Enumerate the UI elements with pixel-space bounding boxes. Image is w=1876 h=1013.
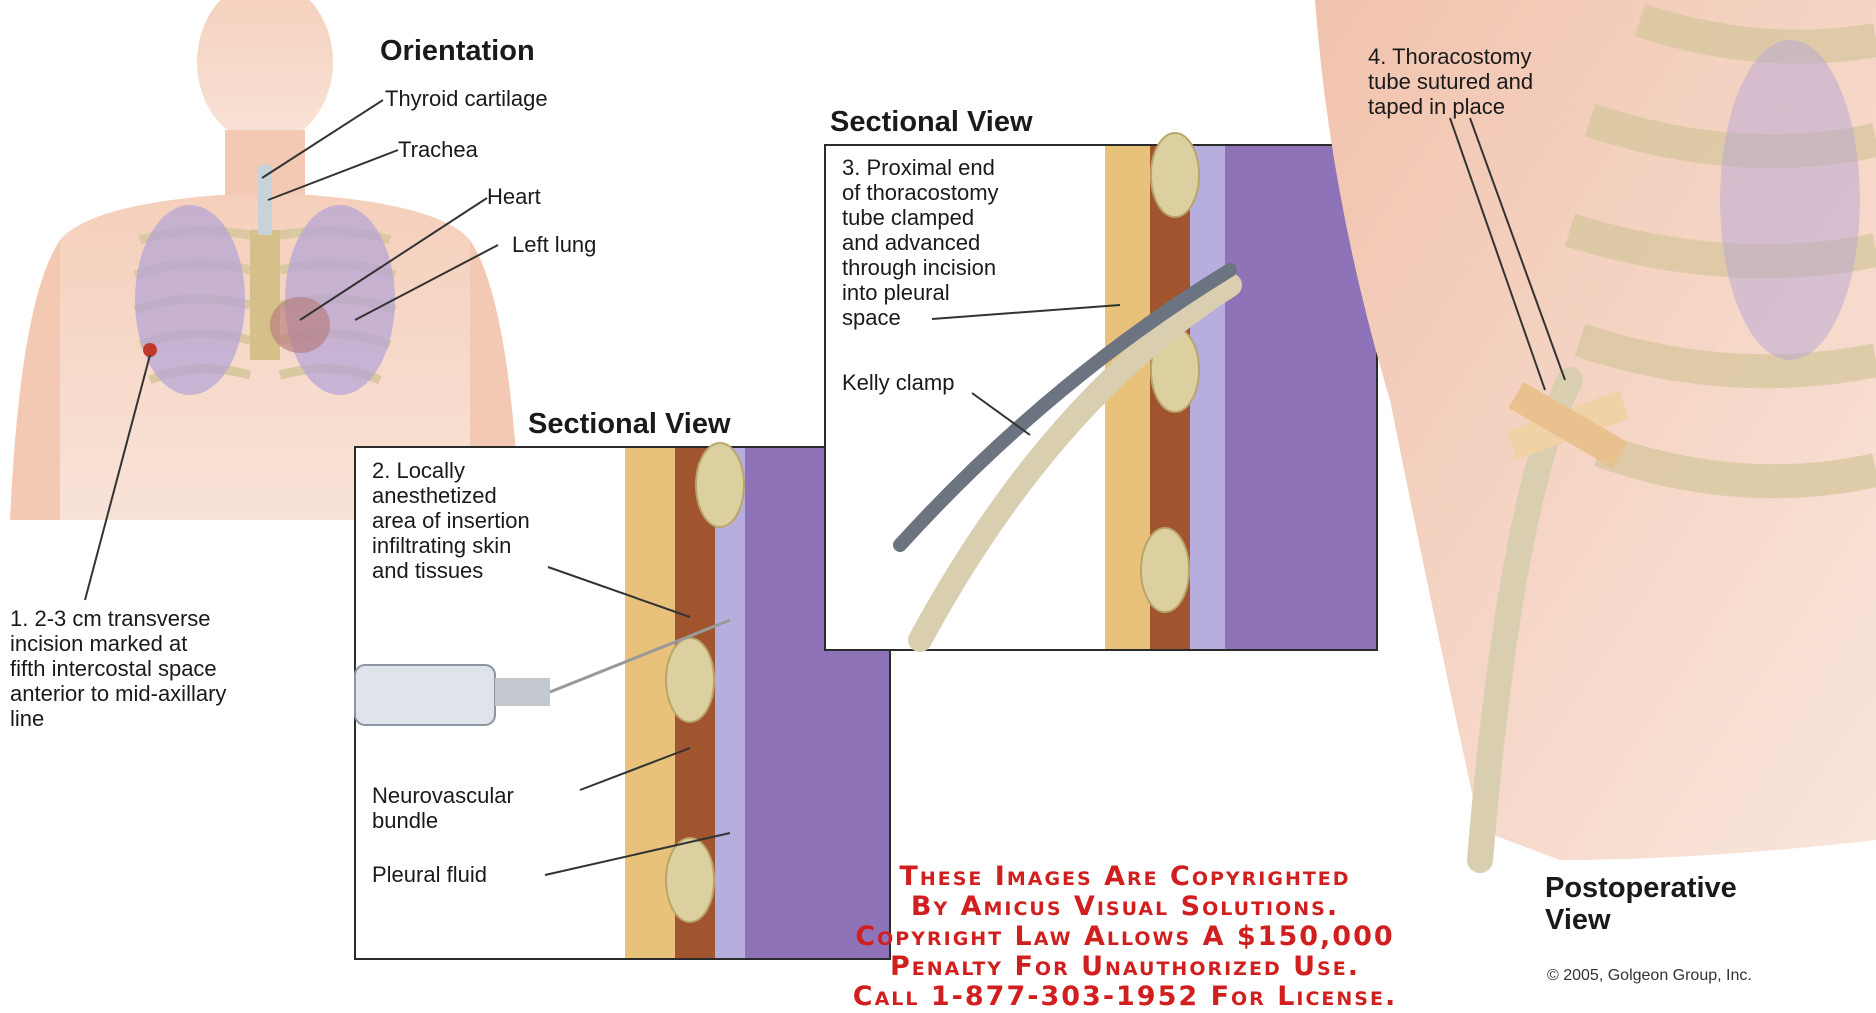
- watermark-line: Call 1-877-303-1952 For License.: [705, 982, 1545, 1012]
- watermark-line: Penalty For Unauthorized Use.: [705, 952, 1545, 982]
- copyright-notice: © 2005, Golgeon Group, Inc.: [1547, 967, 1752, 985]
- pleural-fluid-label: Pleural fluid: [372, 862, 487, 887]
- head: [197, 0, 333, 144]
- watermark-line: By Amicus Visual Solutions.: [705, 892, 1545, 922]
- watermark-line: These Images Are Copyrighted: [705, 862, 1545, 892]
- left-arm: [10, 240, 60, 520]
- label-heart: Heart: [487, 184, 541, 209]
- step1-label: 1. 2-3 cm transverse incision marked at …: [10, 606, 226, 731]
- right-lung: [135, 205, 245, 395]
- sectional-view-1-heading: Sectional View: [528, 408, 731, 440]
- syringe: [355, 665, 495, 725]
- watermark-line: Copyright Law Allows A $150,000: [705, 922, 1545, 952]
- neurovascular-bundle-label: Neurovascular bundle: [372, 783, 514, 833]
- copyright-watermark: These Images Are Copyrighted By Amicus V…: [705, 862, 1545, 1012]
- label-thyroid-cartilage: Thyroid cartilage: [385, 86, 548, 111]
- step2-label: 2. Locally anesthetized area of insertio…: [372, 458, 530, 583]
- incision-mark: [143, 343, 157, 357]
- label-trachea: Trachea: [398, 137, 478, 162]
- sectional-view-2-heading: Sectional View: [830, 106, 1033, 138]
- step3-label: 3. Proximal end of thoracostomy tube cla…: [842, 155, 999, 330]
- kelly-clamp-label: Kelly clamp: [842, 370, 954, 395]
- orientation-heading: Orientation: [380, 35, 535, 67]
- postoperative-figure: [1315, 0, 1876, 860]
- step4-label: 4. Thoracostomy tube sutured and taped i…: [1368, 44, 1533, 119]
- postoperative-heading: Postoperative View: [1545, 872, 1737, 936]
- label-left-lung: Left lung: [512, 232, 596, 257]
- orientation-figure: [10, 0, 520, 520]
